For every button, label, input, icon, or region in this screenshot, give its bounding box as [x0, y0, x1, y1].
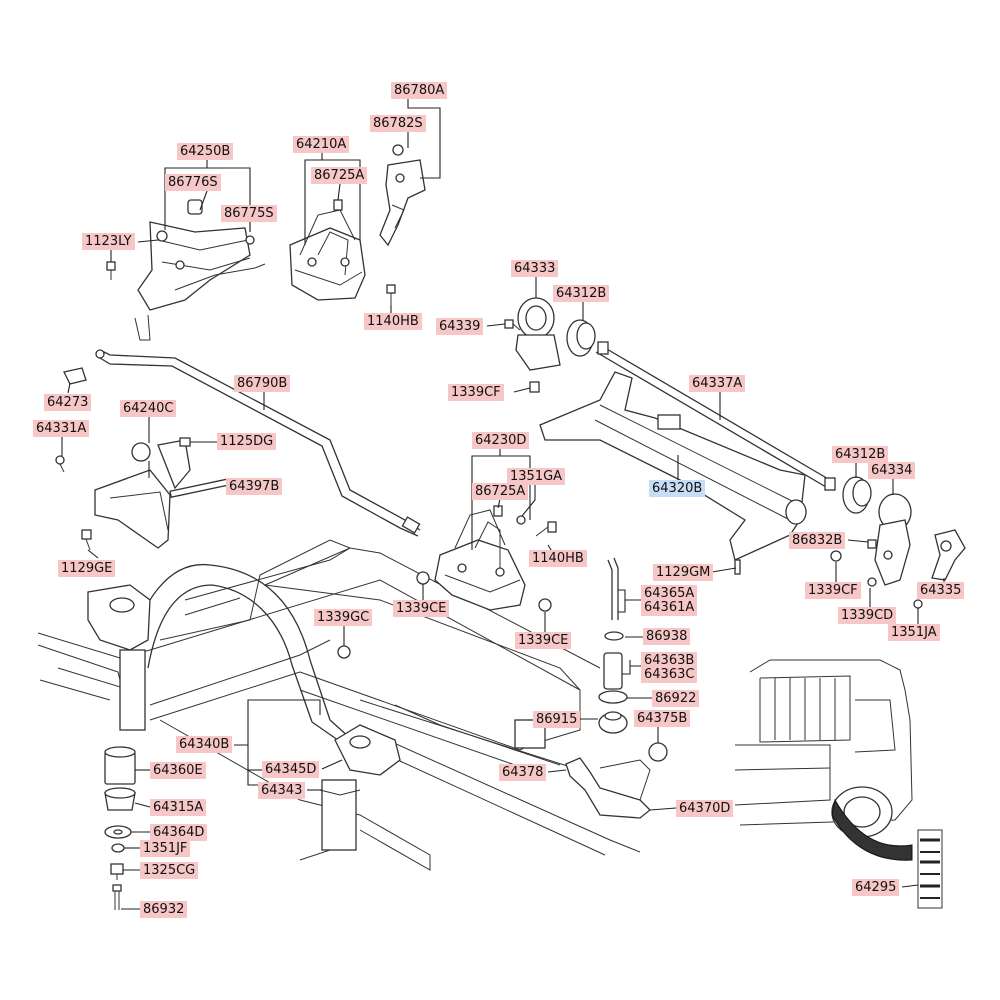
part-label-64337a[interactable]: 64337A: [689, 375, 746, 392]
part-label-86776s[interactable]: 86776S: [165, 174, 221, 191]
part-label-64375b[interactable]: 64375B: [634, 710, 691, 727]
part-label-64363b[interactable]: 64363B: [641, 652, 698, 669]
part-label-1339cf[interactable]: 1339CF: [448, 384, 504, 401]
part-label-64340b[interactable]: 64340B: [176, 736, 233, 753]
lever-86780a: [379, 144, 426, 247]
bracket-64335: [931, 529, 966, 581]
crossmember-64320b: [539, 371, 807, 561]
bracket-64250b: [134, 199, 266, 341]
part-label-64343[interactable]: 64343: [258, 782, 306, 799]
part-label-1339gc[interactable]: 1339GC: [314, 609, 373, 626]
part-label-1351ja[interactable]: 1351JA: [888, 624, 940, 641]
part-label-1140hb[interactable]: 1140HB: [364, 313, 422, 330]
part-label-64345d[interactable]: 64345D: [262, 761, 320, 778]
part-label-64315a[interactable]: 64315A: [150, 799, 207, 816]
part-label-64295[interactable]: 64295: [852, 879, 900, 896]
part-label-1339ce[interactable]: 1339CE: [393, 600, 450, 617]
center-mount: [299, 724, 401, 861]
part-label-86725a[interactable]: 86725A: [311, 167, 368, 184]
bracket-64334: [874, 493, 912, 586]
part-label-64361a[interactable]: 64361A: [641, 599, 698, 616]
part-label-64364d[interactable]: 64364D: [150, 824, 208, 841]
part-label-64365a[interactable]: 64365A: [641, 585, 698, 602]
part-label-1123ly[interactable]: 1123LY: [82, 233, 135, 250]
part-label-64331a[interactable]: 64331A: [33, 420, 90, 437]
bracket-64230d: [416, 505, 557, 612]
torsion-rod-86790b: [95, 349, 421, 537]
part-label-1339cd[interactable]: 1339CD: [838, 607, 897, 624]
part-label-86790b[interactable]: 86790B: [234, 375, 291, 392]
bushing-64312b-lower: [842, 476, 872, 514]
part-label-64363c[interactable]: 64363C: [641, 666, 698, 683]
leader-lines: [61, 98, 945, 910]
part-label-64370d[interactable]: 64370D: [676, 800, 734, 817]
bracket-64333: [504, 297, 561, 393]
part-label-1129ge[interactable]: 1129GE: [58, 560, 116, 577]
bracket-64240c: [55, 437, 231, 551]
part-label-86725a-2[interactable]: 86725A: [472, 483, 529, 500]
clip-64273: [63, 367, 87, 385]
part-label-86782s[interactable]: 86782S: [370, 115, 426, 132]
part-label-86938[interactable]: 86938: [643, 628, 691, 645]
part-label-64397b[interactable]: 64397B: [226, 478, 283, 495]
bushing-64312b-upper: [566, 319, 596, 357]
truck-illustration: [734, 659, 943, 909]
chassis-frame: [37, 539, 641, 871]
torsion-bar-64337a: [595, 341, 836, 491]
part-label-1351ga[interactable]: 1351GA: [507, 468, 566, 485]
part-label-64378[interactable]: 64378: [499, 764, 547, 781]
bracket-64210a: [289, 199, 366, 301]
part-label-86932[interactable]: 86932: [140, 901, 188, 918]
part-label-64360e[interactable]: 64360E: [150, 762, 206, 779]
part-label-64339[interactable]: 64339: [436, 318, 484, 335]
part-label-64320b[interactable]: 64320B: [649, 480, 706, 497]
part-label-86775s[interactable]: 86775S: [221, 205, 277, 222]
part-label-1325cg[interactable]: 1325CG: [140, 862, 199, 879]
part-label-64250b[interactable]: 64250B: [177, 143, 234, 160]
part-label-64273[interactable]: 64273: [44, 394, 92, 411]
part-label-64240c[interactable]: 64240C: [120, 400, 177, 417]
part-label-64335[interactable]: 64335: [917, 582, 965, 599]
part-label-86780a[interactable]: 86780A: [391, 82, 448, 99]
part-label-64334[interactable]: 64334: [868, 462, 916, 479]
bolt-stack-center: [565, 557, 668, 819]
part-label-1339ce-2[interactable]: 1339CE: [515, 632, 572, 649]
part-label-86922[interactable]: 86922: [652, 690, 700, 707]
part-label-1140hb-2[interactable]: 1140HB: [529, 550, 587, 567]
part-label-64230d[interactable]: 64230D: [472, 432, 530, 449]
left-mount-stack: [87, 584, 151, 910]
part-label-86915[interactable]: 86915: [533, 711, 581, 728]
part-label-1129gm[interactable]: 1129GM: [653, 564, 714, 581]
part-label-64333[interactable]: 64333: [511, 260, 559, 277]
part-label-86832b[interactable]: 86832B: [789, 532, 846, 549]
part-label-1125dg[interactable]: 1125DG: [217, 433, 277, 450]
part-label-1339cf-2[interactable]: 1339CF: [805, 582, 861, 599]
part-label-64210a[interactable]: 64210A: [293, 136, 350, 153]
nut-1339gc: [337, 645, 351, 659]
part-label-1351jf[interactable]: 1351JF: [140, 840, 191, 857]
part-label-64312b-2[interactable]: 64312B: [832, 446, 889, 463]
part-label-64312b[interactable]: 64312B: [553, 285, 610, 302]
